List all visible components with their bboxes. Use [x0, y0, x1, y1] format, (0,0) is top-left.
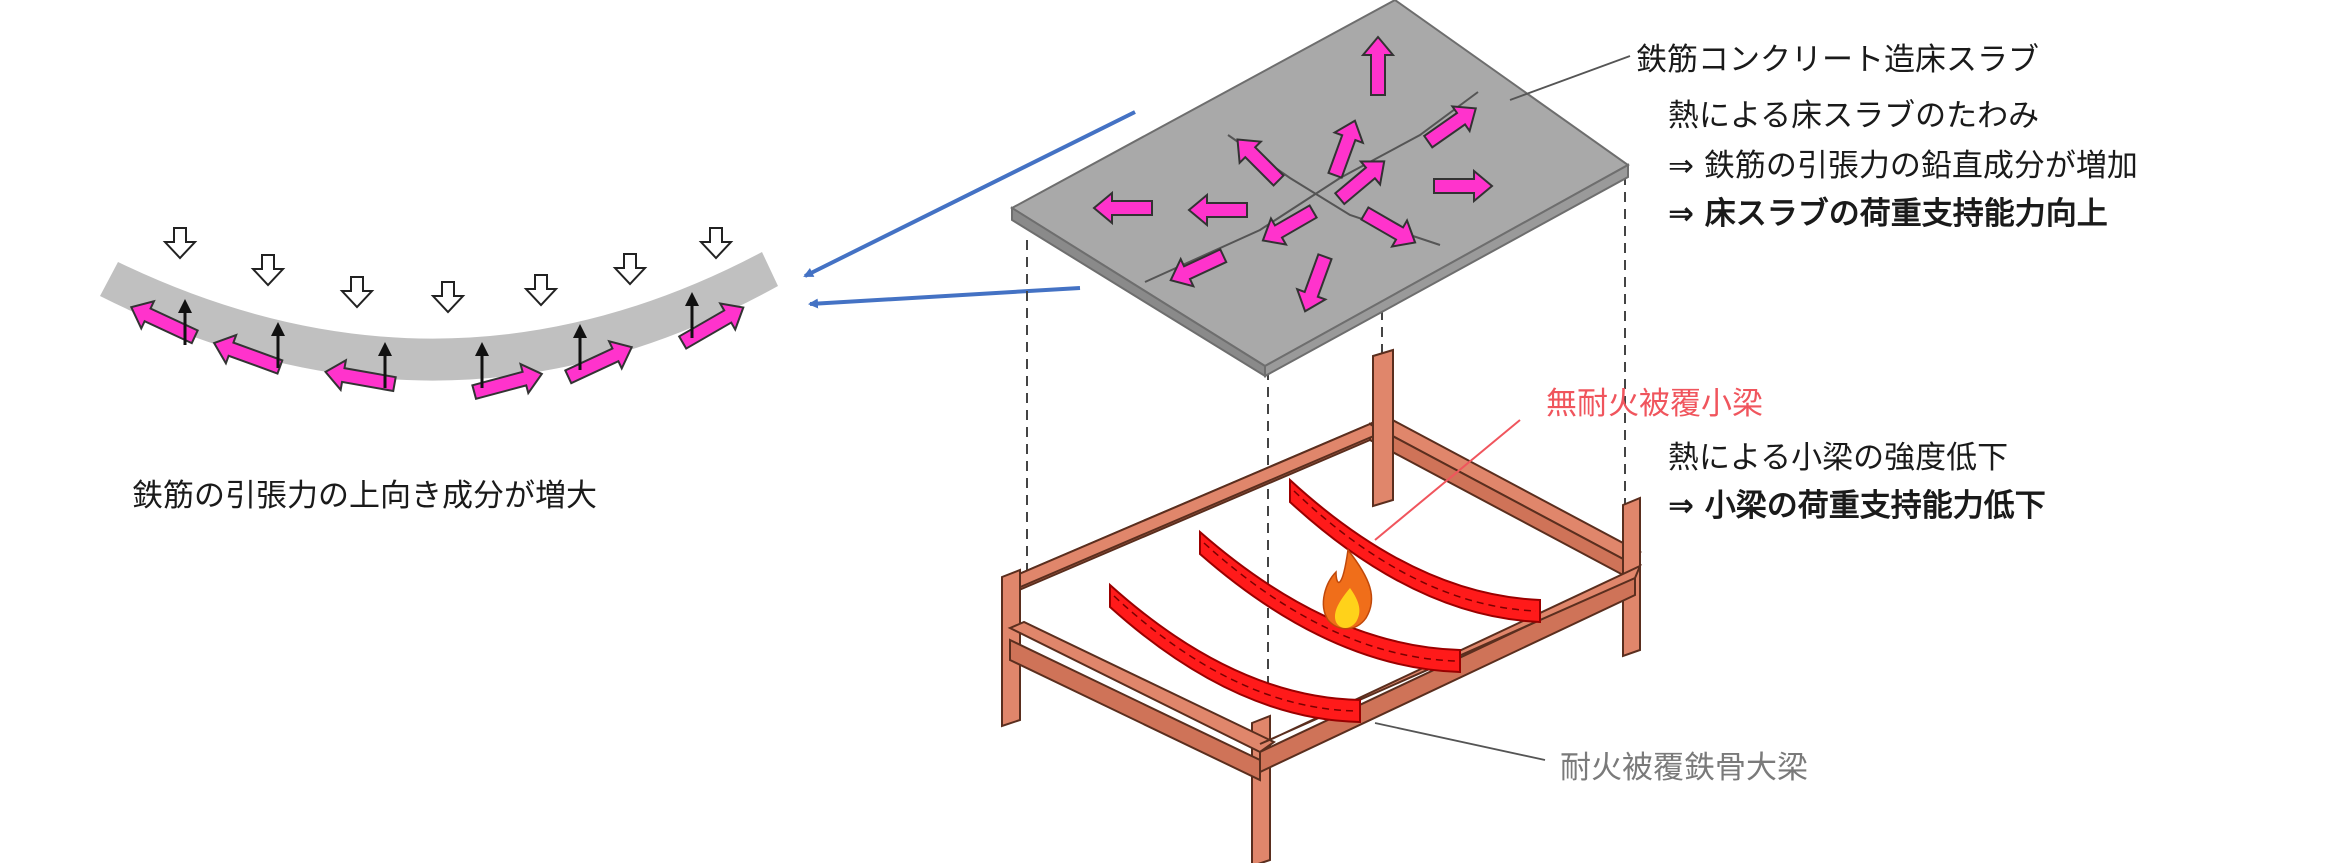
tension-arrow-icon	[212, 333, 284, 375]
callout-arrow-upper	[803, 110, 1136, 278]
fire-icon	[1322, 548, 1373, 630]
tension-arrow-icon	[1360, 35, 1396, 96]
callout-arrow-lower	[808, 286, 1081, 309]
tension-arrow-icon	[1433, 168, 1494, 204]
slab-leader	[1509, 55, 1631, 101]
unprotected-beam	[1109, 582, 1361, 724]
slab-effect-line3: ⇒ 床スラブの荷重支持能力向上	[1668, 196, 2108, 232]
slab-right-edge	[1264, 163, 1629, 378]
deflected-slab-band	[100, 252, 778, 381]
tension-arrow-icon	[323, 358, 397, 393]
upward-arrowhead	[271, 322, 285, 336]
girder-back-right-side	[1369, 422, 1626, 578]
tension-arrow-icon	[1261, 204, 1318, 246]
upward-arrowhead	[378, 342, 392, 356]
tension-arrows-slab	[1092, 35, 1494, 313]
load-arrow-icon	[612, 253, 648, 286]
unprotected-beam	[1289, 477, 1541, 624]
upward-arrowhead	[178, 299, 192, 313]
left-caption: 鉄筋の引張力の上向き成分が増大	[132, 478, 597, 514]
post-back	[1372, 348, 1394, 508]
unprotected-beam-label: 無耐火被覆小梁	[1546, 386, 1763, 422]
beam-web-dashed	[1203, 542, 1457, 662]
load-arrow-icon	[523, 274, 559, 307]
slab-top-face	[1010, 0, 1630, 368]
rc-floor-slab	[1010, 0, 1630, 378]
tension-arrow-icon	[1169, 248, 1228, 288]
upward-arrowhead	[573, 324, 587, 338]
load-arrow-icon	[162, 227, 198, 260]
beam-web-dashed	[1113, 595, 1357, 712]
leader-lines	[1374, 55, 1631, 761]
beam-effect-line1: 熱による小梁の強度低下	[1668, 440, 2009, 476]
tension-arrow-icon	[1360, 206, 1417, 248]
load-arrow-icon	[698, 227, 734, 260]
beam-web-dashed	[1293, 490, 1537, 612]
tension-arrows-left	[129, 299, 745, 401]
load-arrow-icon	[250, 254, 286, 287]
upward-arrowhead	[475, 342, 489, 356]
beam-leader	[1374, 419, 1521, 541]
upward-components	[178, 292, 699, 388]
load-arrow-icon	[430, 281, 466, 314]
beam-effect-line2: ⇒ 小梁の荷重支持能力低下	[1668, 488, 2046, 524]
tension-arrow-icon	[129, 299, 200, 345]
tension-arrow-icon	[1327, 119, 1365, 179]
steel-frame	[1001, 348, 1643, 867]
tension-arrow-icon	[677, 302, 745, 350]
tension-arrow-icon	[563, 339, 634, 385]
slab-effect-line2: ⇒ 鉄筋の引張力の鉛直成分が増加	[1668, 148, 2138, 184]
projection-lines	[1026, 175, 1626, 700]
girder-back-left	[1002, 422, 1386, 590]
load-arrow-icon	[339, 276, 375, 309]
girder-label: 耐火被覆鉄骨大梁	[1560, 750, 1808, 786]
tension-arrow-icon	[1092, 190, 1153, 226]
deflected-slab-section	[100, 252, 778, 381]
tension-arrow-icon	[1295, 253, 1333, 313]
girder-back-right	[1367, 414, 1643, 562]
girder-front-left	[1007, 620, 1276, 754]
tension-arrow-icon	[1236, 138, 1285, 187]
slab-name-label: 鉄筋コンクリート造床スラブ	[1636, 42, 2039, 78]
girder-leader	[1374, 722, 1546, 761]
unprotected-beam	[1199, 529, 1461, 674]
tension-arrow-icon	[471, 362, 544, 401]
girder-front-right	[1259, 563, 1642, 745]
unprotected-secondary-beams	[1109, 477, 1541, 724]
upward-arrowhead	[685, 292, 699, 306]
load-arrows	[162, 227, 734, 314]
tension-arrow-icon	[1422, 105, 1478, 149]
girder-front-left-side	[1009, 638, 1261, 782]
tension-arrow-icon	[1333, 160, 1386, 206]
slab-effect-line1: 熱による床スラブのたわみ	[1668, 98, 2040, 134]
tension-arrow-icon	[1187, 192, 1248, 228]
